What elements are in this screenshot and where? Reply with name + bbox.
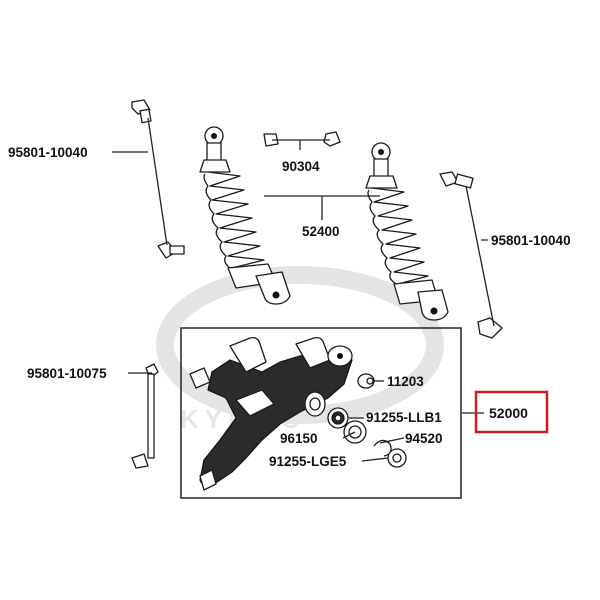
bolt-bottom-left[interactable] bbox=[157, 241, 185, 259]
bolt-top-left[interactable] bbox=[131, 99, 152, 124]
bolt-right-bottom[interactable] bbox=[477, 317, 503, 339]
bolt-swingarm[interactable] bbox=[131, 363, 159, 469]
label-shock-absorber: 52400 bbox=[302, 224, 340, 239]
swing-arm[interactable] bbox=[189, 336, 353, 491]
leader-bearing-lge bbox=[361, 457, 389, 462]
bolt-right-top[interactable] bbox=[439, 171, 474, 189]
leader-bolt-right bbox=[465, 185, 495, 327]
collar[interactable] bbox=[357, 373, 375, 389]
bearing-llb[interactable] bbox=[327, 407, 349, 429]
bearing-lge[interactable] bbox=[387, 448, 407, 468]
nut-top[interactable] bbox=[263, 131, 341, 147]
label-bolt-top-left: 95801-10040 bbox=[8, 145, 88, 160]
label-swing-arm-assy: 52000 bbox=[489, 405, 528, 421]
label-nut-top: 90304 bbox=[282, 159, 320, 174]
label-oil-seal: 96150 bbox=[280, 431, 318, 446]
label-bearing-lge: 91255-LGE5 bbox=[269, 454, 347, 469]
label-bolt-swingarm: 95801-10075 bbox=[27, 366, 107, 381]
label-bearing-llb: 91255-LLB1 bbox=[366, 410, 442, 425]
shock-absorber-right[interactable] bbox=[365, 142, 449, 321]
label-bolt-right: 95801-10040 bbox=[491, 233, 571, 248]
shock-absorber-left[interactable] bbox=[199, 126, 291, 305]
label-circlip: 94520 bbox=[405, 431, 443, 446]
highlight-box bbox=[474, 390, 549, 434]
leader-bolt-top-left bbox=[112, 117, 168, 246]
leader-shock-absorber bbox=[264, 195, 380, 220]
leader-circlip bbox=[379, 437, 405, 444]
leader-nut-top bbox=[272, 139, 330, 150]
leader-oil-seal bbox=[342, 431, 356, 439]
label-collar: 11203 bbox=[387, 374, 424, 389]
swing-arm-group-box bbox=[180, 327, 462, 499]
